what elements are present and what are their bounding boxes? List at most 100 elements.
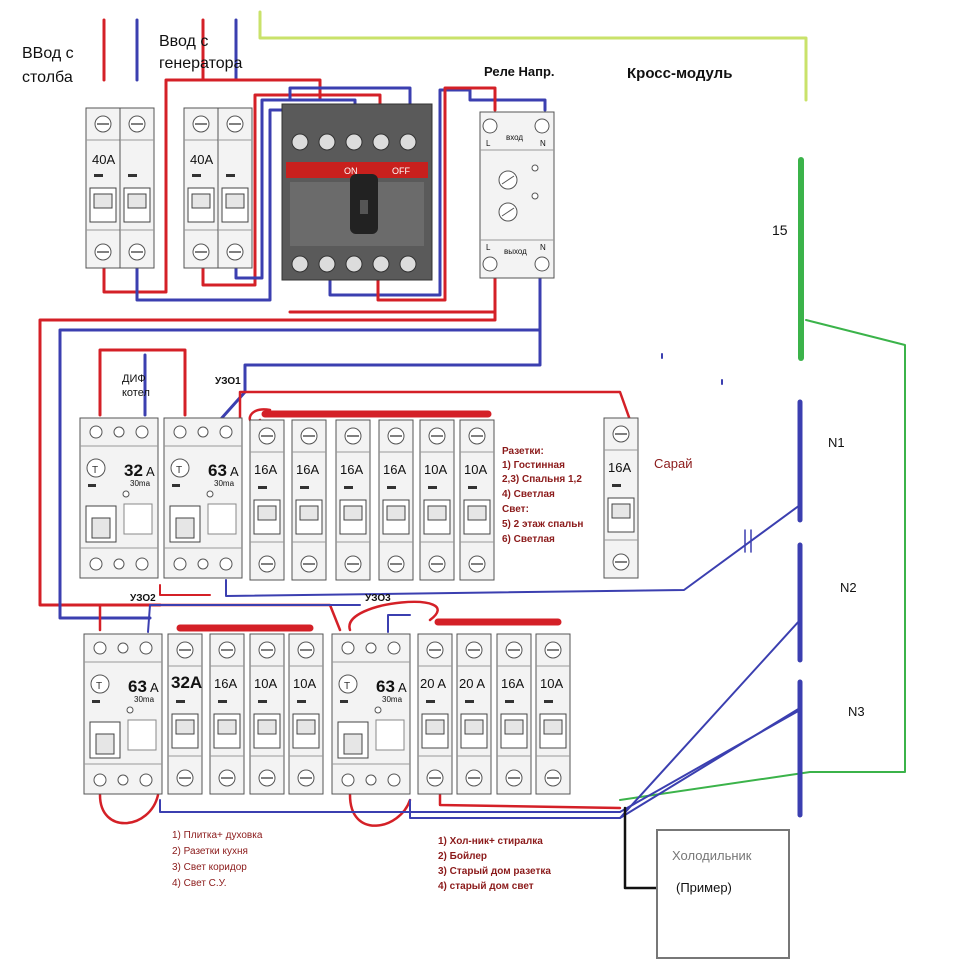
neutral-bus-n1-label: N1: [828, 435, 845, 450]
svg-text:30ma: 30ma: [134, 695, 155, 704]
row2b-note: 3) Старый дом разетка: [438, 866, 551, 877]
row2a-note: 1) Плитка+ духовка: [172, 830, 263, 841]
rcd-uzo3-rating: 63: [376, 677, 395, 696]
rcd-uzo2[interactable]: 63 A 30ma: [83, 633, 163, 795]
row1-breaker[interactable]: 16A: [378, 419, 414, 581]
row1-notes: Разетки: 1) Гостинная 2,3) Спальня 1,2 4…: [502, 446, 583, 545]
row1-note: 6) Светлая: [502, 534, 555, 545]
svg-text:16A: 16A: [214, 676, 237, 691]
relay-out-n: N: [540, 243, 546, 252]
row2b-breaker[interactable]: 20 A: [456, 633, 492, 795]
sarai-breaker-rating: 16A: [608, 460, 631, 475]
row1-note: 4) Светлая: [502, 489, 555, 500]
rcd-uzo3[interactable]: 63 A 30ma: [331, 633, 411, 795]
row1-note: 5) 2 этаж спальн: [502, 519, 583, 530]
earth-wire-loop: [619, 319, 906, 801]
row2b-note: 4) старый дом свет: [438, 881, 534, 892]
changeover-switch[interactable]: ON OFF: [281, 103, 433, 281]
input-pole-breaker[interactable]: 40A: [85, 107, 155, 269]
neutral-bus-n3-label: N3: [848, 704, 865, 719]
relay-out-l: L: [486, 243, 491, 252]
row2a-breaker[interactable]: 10A: [249, 633, 285, 795]
svg-text:10A: 10A: [424, 462, 447, 477]
svg-text:16A: 16A: [254, 462, 277, 477]
svg-text:A: A: [146, 464, 155, 479]
row2b-note: 2) Бойлер: [438, 851, 487, 862]
rcd-uzo1[interactable]: 63 A 30ma: [163, 417, 243, 579]
switch-on-label: ON: [344, 166, 358, 176]
fridge-wire: [623, 806, 662, 890]
row2b-breakers: 20 A 20 A 16A 10A: [417, 633, 571, 795]
uzo1-label: УЗО1: [215, 376, 241, 387]
voltage-relay[interactable]: L вход N L выход N: [479, 111, 555, 279]
row2a-notes: 1) Плитка+ духовка 2) Разетки кухня 3) С…: [172, 830, 263, 889]
relay-in-label: вход: [506, 133, 523, 142]
svg-text:A: A: [398, 680, 407, 695]
cross-module-label: Кросс-модуль: [627, 65, 732, 82]
row2a-note: 3) Свет коридор: [172, 862, 247, 873]
svg-text:16A: 16A: [501, 676, 524, 691]
switch-off-label: OFF: [392, 166, 410, 176]
svg-text:20 A: 20 A: [420, 676, 446, 691]
row1-breaker[interactable]: 16A: [335, 419, 371, 581]
relay-label: Реле Напр.: [484, 64, 555, 79]
earth-wire-top: [258, 10, 808, 102]
svg-text:20 A: 20 A: [459, 676, 485, 691]
svg-text:10A: 10A: [293, 676, 316, 691]
input-gen-breaker[interactable]: 40A: [183, 107, 253, 269]
row2a-breaker[interactable]: 10A: [288, 633, 324, 795]
fridge-box: Холодильник (Пример): [656, 829, 790, 959]
uzo2-label: УЗО2: [130, 593, 156, 604]
row1-note: Разетки:: [502, 446, 544, 457]
fridge-note: (Пример): [676, 880, 732, 895]
rcd-dif-kotel-rating: 32: [124, 461, 143, 480]
row2b-notes: 1) Хол-ник+ стиралка 2) Бойлер 3) Старый…: [438, 836, 551, 892]
relay-out-label: выход: [504, 247, 527, 256]
row2b-breaker[interactable]: 10A: [535, 633, 571, 795]
row1-note: Свет:: [502, 504, 529, 515]
row1-breaker[interactable]: 10A: [459, 419, 495, 581]
neutral-bus-n2-label: N2: [840, 580, 857, 595]
svg-text:10A: 10A: [540, 676, 563, 691]
svg-text:30ma: 30ma: [382, 695, 403, 704]
row1-breaker[interactable]: 16A: [291, 419, 327, 581]
relay-in-n: N: [540, 139, 546, 148]
rcd-uzo2-rating: 63: [128, 677, 147, 696]
row1-breakers: 16A 16A 16A 16A 10A 10A: [249, 419, 495, 581]
svg-text:30ma: 30ma: [130, 479, 151, 488]
row1-note: 2,3) Спальня 1,2: [502, 474, 582, 485]
svg-text:10A: 10A: [254, 676, 277, 691]
row2b-breaker[interactable]: 16A: [496, 633, 532, 795]
rcd-dif-kotel[interactable]: 32 A 30ma: [79, 417, 159, 579]
relay-in-l: L: [486, 139, 491, 148]
fridge-label: Холодильник: [672, 848, 752, 863]
row1-breaker[interactable]: 10A: [419, 419, 455, 581]
sarai-label: Сарай: [654, 456, 693, 471]
row2a-breakers: 32A 16A 10A 10A: [167, 633, 324, 795]
svg-text:10A: 10A: [464, 462, 487, 477]
row2a-breaker[interactable]: 16A: [209, 633, 245, 795]
input-pole-rating: 40A: [92, 152, 115, 167]
row1-breaker[interactable]: 16A: [249, 419, 285, 581]
svg-text:16A: 16A: [296, 462, 319, 477]
row2b-breaker[interactable]: 20 A: [417, 633, 453, 795]
row2a-note: 2) Разетки кухня: [172, 846, 248, 857]
wires: [38, 10, 906, 890]
row2a-note: 4) Свет С.У.: [172, 878, 226, 889]
row2b-note: 1) Хол-ник+ стиралка: [438, 836, 543, 847]
svg-text:A: A: [230, 464, 239, 479]
svg-text:32A: 32A: [171, 673, 202, 692]
row2a-breaker[interactable]: 32A: [167, 633, 203, 795]
rcd-uzo1-rating: 63: [208, 461, 227, 480]
uzo3-label: УЗО3: [365, 593, 391, 604]
svg-text:A: A: [150, 680, 159, 695]
svg-text:30ma: 30ma: [214, 479, 235, 488]
sarai-breaker[interactable]: 16A: [603, 417, 639, 579]
row1-note: 1) Гостинная: [502, 460, 565, 471]
input-gen-rating: 40A: [190, 152, 213, 167]
svg-text:16A: 16A: [383, 462, 406, 477]
